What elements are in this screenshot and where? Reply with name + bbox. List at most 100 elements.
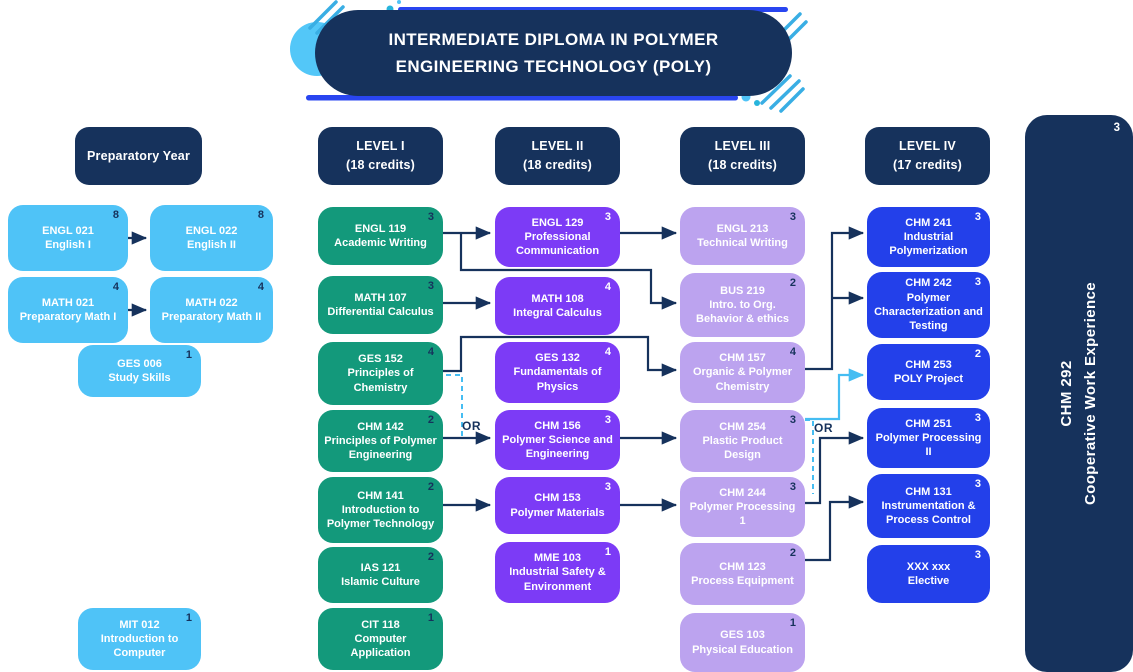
course-name: Professional Communication bbox=[515, 230, 600, 258]
credit-badge: 3 bbox=[789, 211, 796, 223]
credit-badge: 2 bbox=[974, 348, 981, 360]
header-line: LEVEL I bbox=[356, 139, 405, 154]
course-code: CHM 241 bbox=[905, 216, 952, 229]
edge-chm-254-to-chm-244 bbox=[805, 419, 814, 494]
course-name: Plastic Product Design bbox=[702, 434, 783, 462]
course-name: Industrial Safety & Environment bbox=[509, 566, 606, 593]
decor-dot bbox=[754, 100, 760, 106]
credit-badge: 1 bbox=[789, 617, 796, 629]
course-name: Intro. to Org. Behavior & ethics bbox=[696, 298, 789, 326]
course-code: ENGL 021 bbox=[42, 224, 94, 237]
course-name: Differential Calculus bbox=[327, 306, 434, 318]
column-header-level-3: LEVEL III(18 credits) bbox=[680, 127, 805, 185]
course-name: Principles of Polymer Engineering bbox=[324, 434, 437, 462]
course-code: CHM 242 bbox=[905, 277, 952, 290]
decor-slash-icon bbox=[779, 87, 805, 113]
credit-badge: 2 bbox=[427, 481, 434, 493]
course-name: Technical Writing bbox=[697, 237, 788, 249]
credit-badge: 1 bbox=[185, 612, 192, 624]
credit-badge: 3 bbox=[604, 414, 611, 426]
decor-dot bbox=[397, 0, 401, 4]
edge-chm-254-to-chm-253 bbox=[805, 368, 865, 421]
edge-ges-152-to-chm-156 bbox=[446, 374, 463, 436]
course-name: Preparatory Math I bbox=[19, 311, 117, 323]
course-name: Polymer Processing 1 bbox=[689, 500, 796, 528]
header-line: LEVEL IV bbox=[899, 139, 956, 154]
course-name: Introduction to Computer bbox=[100, 632, 179, 660]
course-name: Polymer Science and Engineering bbox=[502, 433, 613, 461]
course-code: ENGL 213 bbox=[716, 222, 769, 235]
course-code: ENGL 119 bbox=[354, 222, 407, 235]
course-code: GES 103 bbox=[720, 629, 765, 642]
course-code: GES 006 bbox=[117, 357, 162, 370]
credit-badge: 4 bbox=[112, 281, 119, 293]
header-line: LEVEL III bbox=[714, 139, 771, 154]
edge-chm-157-to-chm-241 bbox=[805, 226, 865, 371]
course-name: Process Equipment bbox=[691, 575, 794, 587]
header-line: (17 credits) bbox=[892, 158, 963, 172]
diagram-title: INTERMEDIATE DIPLOMA IN POLYMER ENGINEER… bbox=[315, 10, 792, 96]
course-name: Polymer Materials bbox=[510, 506, 605, 519]
course-name: Principles of Chemistry bbox=[347, 367, 414, 394]
credit-badge: 3 bbox=[974, 276, 981, 288]
course-name: Computer Application bbox=[350, 632, 411, 660]
course-code: CHM 156 bbox=[534, 419, 581, 432]
course-name: Industrial Polymerization bbox=[889, 230, 968, 258]
credit-badge: 4 bbox=[604, 281, 611, 293]
course-code: CHM 157 bbox=[719, 352, 766, 365]
course-name: Study Skills bbox=[108, 372, 171, 384]
course-name: Fundamentals of Physics bbox=[513, 366, 602, 393]
course-code: MATH 021 bbox=[41, 296, 95, 309]
column-header-level-1: LEVEL I (18 credits) bbox=[318, 127, 443, 185]
course-name: Elective bbox=[907, 575, 950, 587]
credit-badge: 8 bbox=[112, 209, 119, 221]
course-chm-292-cooperative-work-experience: 3 CHM 292 Cooperative Work Experience bbox=[1025, 115, 1133, 672]
sidebar-text-wrap: CHM 292 Cooperative Work Experience bbox=[1025, 115, 1133, 672]
course-code: GES 132 bbox=[535, 352, 580, 365]
course-code: CHM 142 bbox=[357, 420, 404, 433]
course-code: MATH 107 bbox=[354, 291, 407, 304]
course-name: Academic Writing bbox=[334, 237, 427, 249]
edge-chm-244-to-chm-251 bbox=[805, 431, 865, 505]
course-code: CHM 251 bbox=[905, 417, 952, 430]
header-line: (18 credits) bbox=[522, 158, 593, 172]
credit-badge: 2 bbox=[427, 551, 434, 563]
course-name: Islamic Culture bbox=[341, 576, 420, 588]
credit-badge: 3 bbox=[427, 211, 434, 223]
course-code: CHM 131 bbox=[905, 485, 952, 498]
credit-badge: 4 bbox=[257, 281, 264, 293]
column-header-prep: Preparatory Year bbox=[75, 127, 202, 185]
sidebar-vertical-text: CHM 292 Cooperative Work Experience bbox=[1059, 282, 1100, 505]
course-name: English I bbox=[45, 239, 91, 251]
course-name: Physical Education bbox=[692, 643, 793, 656]
course-code: XXX xxx bbox=[906, 560, 951, 573]
course-code: CHM 254 bbox=[719, 420, 766, 433]
header-line: LEVEL II bbox=[531, 139, 584, 154]
course-name: Instrumentation & Process Control bbox=[881, 499, 976, 527]
course-name: Introduction to Polymer Technology bbox=[326, 503, 435, 531]
header-line: (18 credits) bbox=[345, 158, 416, 172]
course-code: MATH 022 bbox=[185, 296, 238, 309]
edge-chm-123-to-chm-131 bbox=[805, 495, 865, 562]
credit-badge: 3 bbox=[604, 481, 611, 493]
course-name: Cooperative Work Experience bbox=[1082, 281, 1100, 506]
